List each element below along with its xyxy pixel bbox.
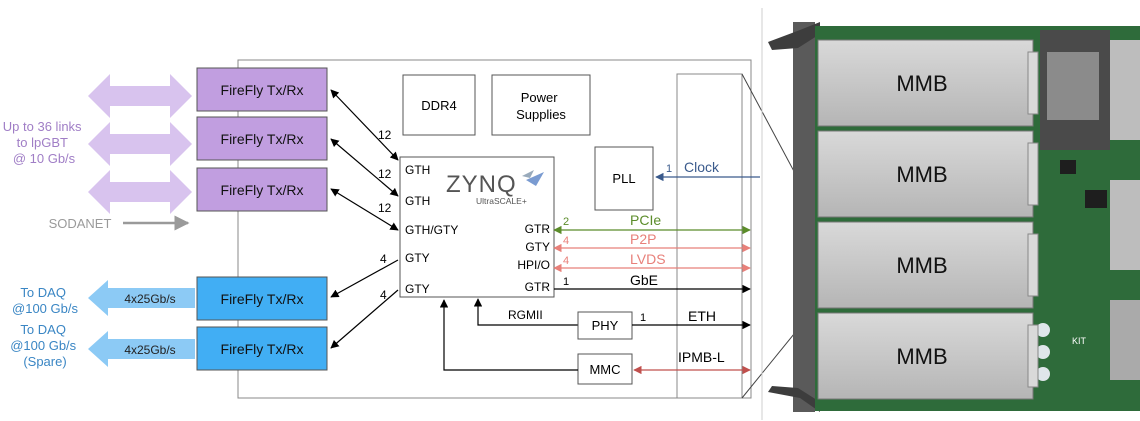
zynq-block: ZYNQ UltraSCALE+ GTH GTH GTH/GTY GTY GTY…: [399, 156, 555, 298]
port-right-4: GTR: [525, 280, 551, 294]
daq-label-1: To DAQ @100 Gb/s: [12, 285, 78, 316]
link-count-5: 4: [380, 288, 387, 302]
phy-block: PHY: [577, 311, 633, 340]
svg-text:PLL: PLL: [612, 171, 635, 186]
mmb-module-3: MMB: [817, 221, 1039, 309]
ipmb-label: IPMB-L: [678, 349, 725, 365]
pcie-count: 2: [563, 216, 569, 228]
lpgbt-link-arrows: [88, 74, 192, 214]
firefly-purple-1: FireFly Tx/Rx: [196, 67, 328, 112]
lpgbt-arrow-1: [88, 74, 192, 118]
daq-arrow-1-label: 4x25Gb/s: [124, 292, 175, 306]
port-left-5: GTY: [405, 282, 430, 296]
svg-text:MMB: MMB: [896, 253, 947, 278]
port-right-2: GTY: [525, 240, 550, 254]
svg-text:FireFly Tx/Rx: FireFly Tx/Rx: [221, 82, 304, 98]
lpgbt-arrow-3: [88, 170, 192, 214]
pcie-label: PCIe: [630, 212, 661, 228]
svg-text:FireFly Tx/Rx: FireFly Tx/Rx: [221, 182, 304, 198]
port-left-4: GTY: [405, 251, 430, 265]
svg-text:Power Supplies: Power Supplies: [516, 90, 566, 122]
rgmii-line: [473, 298, 578, 326]
clock-label: Clock: [684, 159, 720, 175]
firefly-blue-2: FireFly Tx/Rx: [196, 326, 328, 371]
front-panel: [793, 22, 815, 412]
daq-arrow-2-label: 4x25Gb/s: [124, 343, 175, 357]
p2p-count: 4: [563, 235, 569, 247]
svg-text:MMB: MMB: [896, 71, 947, 96]
backplane-column: [676, 73, 743, 399]
daq-arrow-1: [88, 280, 195, 316]
daq-label-2: To DAQ @100 Gb/s (Spare): [10, 322, 80, 369]
port-left-2: GTH: [405, 194, 430, 208]
daq-arrow-2: [88, 331, 195, 367]
power-supplies-block: Power Supplies: [491, 74, 591, 136]
firefly-links: [330, 89, 399, 349]
firefly-blue-1: FireFly Tx/Rx: [196, 276, 328, 321]
gbe-count: 1: [563, 276, 569, 288]
port-right-1: GTR: [525, 222, 551, 236]
rgmii-label: RGMII: [508, 308, 543, 322]
lvds-count: 4: [563, 255, 569, 267]
eth-label: ETH: [688, 308, 716, 324]
mmb-module-4: MMB: [817, 312, 1039, 400]
lpgbt-label: Up to 36 links to lpGBT @ 10 Gb/s: [3, 119, 85, 166]
link-count-4: 4: [380, 252, 387, 266]
lpgbt-arrow-2: [88, 122, 192, 166]
lvds-label: LVDS: [630, 251, 666, 267]
link-count-3: 12: [378, 201, 392, 215]
firefly-purple-2: FireFly Tx/Rx: [196, 116, 328, 161]
p2p-label: P2P: [630, 231, 656, 247]
firefly-purple-3: FireFly Tx/Rx: [196, 167, 328, 212]
svg-text:DDR4: DDR4: [421, 98, 456, 113]
link-count-2: 12: [378, 167, 392, 181]
link-count-1: 12: [378, 128, 392, 142]
mmb-module-2: MMB: [817, 130, 1039, 218]
pll-block: PLL: [594, 146, 654, 211]
board-photo: KIT MMB MMB MMB MMB: [768, 22, 1140, 412]
zynq-logo: ZYNQ: [446, 171, 517, 198]
gbe-label: GbE: [630, 272, 658, 288]
port-left-3: GTH/GTY: [405, 223, 458, 237]
mmc-to-zynq-line: [439, 299, 578, 371]
port-left-1: GTH: [405, 163, 430, 177]
mmc-block: MMC: [577, 353, 633, 385]
mmb-module-1: MMB: [817, 39, 1039, 127]
vendor-logo: KIT: [1072, 336, 1087, 346]
eth-count: 1: [640, 312, 646, 324]
svg-text:FireFly Tx/Rx: FireFly Tx/Rx: [221, 291, 304, 307]
top-handle: [768, 22, 820, 50]
svg-text:MMC: MMC: [589, 362, 620, 377]
zynq-logo-mark: [526, 172, 544, 186]
svg-text:FireFly Tx/Rx: FireFly Tx/Rx: [221, 131, 304, 147]
bottom-handle: [768, 386, 820, 412]
ddr4-block: DDR4: [402, 74, 476, 136]
sodanet-label: SODANET: [49, 216, 112, 231]
svg-text:PHY: PHY: [592, 318, 619, 333]
port-right-3: HPI/O: [517, 258, 550, 272]
svg-text:MMB: MMB: [896, 162, 947, 187]
clock-count: 1: [666, 163, 672, 175]
svg-text:MMB: MMB: [896, 344, 947, 369]
svg-text:FireFly Tx/Rx: FireFly Tx/Rx: [221, 341, 304, 357]
zynq-sub: UltraSCALE+: [476, 196, 527, 206]
